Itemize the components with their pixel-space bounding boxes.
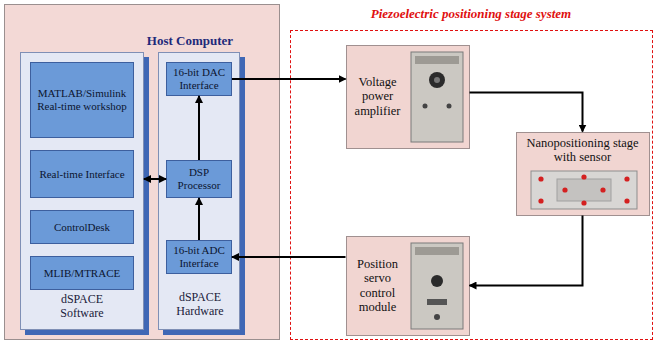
box-label: MATLAB/Simulink Real-time workshop (34, 87, 130, 112)
software-box: ControlDesk (30, 210, 134, 244)
box-label: 16-bit DAC Interface (170, 66, 228, 91)
box-label: 16-bit ADC Interface (170, 244, 228, 269)
software-box: Real-time Interface (30, 150, 134, 198)
software-panel: dSPACE Software MATLAB/Simulink Real-time… (20, 52, 144, 330)
panel-label: dSPACE Software (43, 293, 121, 321)
device-label: Position servo control module (349, 257, 407, 315)
software-box: MATLAB/Simulink Real-time workshop (30, 62, 134, 138)
device-label: Nanopositioning stage with sensor (523, 136, 643, 165)
servo-box: Position servo control module (346, 236, 470, 336)
box-title: Host Computer (115, 33, 265, 49)
host-computer-box: Host Computer dSPACE Software MATLAB/Simul… (4, 4, 280, 340)
signal-arrow (470, 93, 583, 132)
system-region: Piezoelectric positioning stage systemVo… (290, 30, 653, 340)
hardware-box: 16-bit DAC Interface (166, 62, 232, 96)
region-title: Piezoelectric positioning stage system (291, 6, 651, 22)
software-box: MLIB/MTRACE (30, 256, 134, 290)
box-label: ControlDesk (54, 221, 110, 234)
device-label: Voltage power amplifier (349, 75, 407, 118)
box-label: DSP Processor (170, 166, 228, 191)
box-label: MLIB/MTRACE (44, 267, 120, 280)
panel-label: dSPACE Hardware (161, 291, 239, 319)
hardware-box: 16-bit ADC Interface (166, 240, 232, 274)
amplifier-box: Voltage power amplifier (346, 45, 470, 149)
stage-box: Nanopositioning stage with sensor (516, 132, 650, 216)
box-label: Real-time Interface (39, 168, 124, 181)
hardware-box: DSP Processor (166, 160, 232, 198)
hardware-panel: dSPACE Hardware 16-bit DAC InterfaceDSP P… (158, 52, 240, 330)
signal-arrow (470, 216, 583, 286)
